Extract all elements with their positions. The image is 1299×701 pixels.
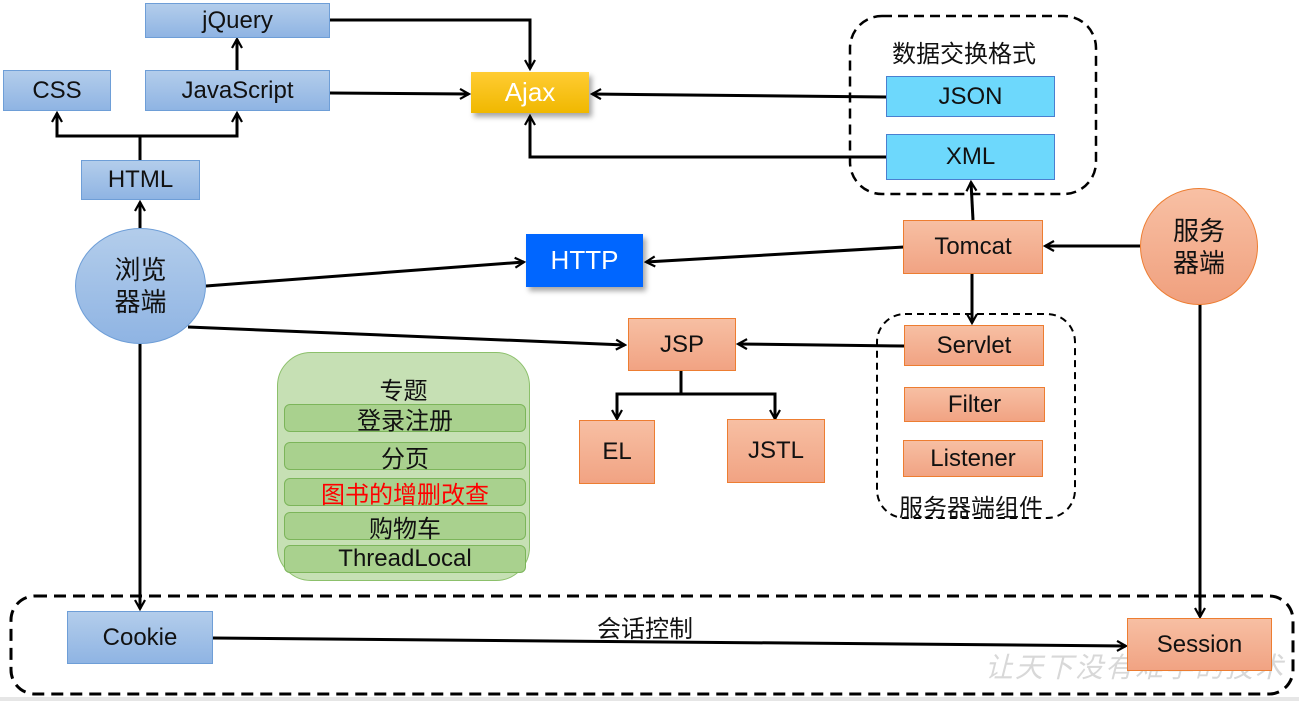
javascript-node[interactable]: JavaScript [145,70,330,111]
edge-html-css-js [57,113,142,160]
servlet-node[interactable]: Servlet [904,325,1044,366]
topics-panel: 专题 登录注册 分页 图书的增删改查 购物车 ThreadLocal [277,352,530,581]
topics-title: 专题 [379,378,428,405]
edge-html-js [140,113,237,138]
server-label-line2: 器端 [1172,247,1225,278]
server-label-line1: 服务 [1172,215,1225,246]
edge-tomcat-xml [971,182,973,221]
browser-label-line2: 器端 [114,287,167,317]
server-node[interactable]: 服务 器端 [1140,188,1258,305]
topic-book-crud[interactable]: 图书的增删改查 [284,478,526,509]
edge-xml-ajax [530,116,886,159]
edge-jsp-jstl [681,392,775,419]
html-node[interactable]: HTML [81,160,200,200]
filter-node[interactable]: Filter [904,387,1045,422]
edge-tomcat-http [646,245,905,262]
tomcat-node[interactable]: Tomcat [903,220,1043,274]
session-node[interactable]: Session [1127,618,1272,671]
edge-jquery-ajax [330,18,530,69]
css-node[interactable]: CSS [3,70,111,111]
edge-browser-http [205,262,524,288]
listener-node[interactable]: Listener [903,440,1043,477]
browser-label-line1: 浏览 [114,255,167,285]
jsp-node[interactable]: JSP [628,318,736,371]
jstl-node[interactable]: JSTL [727,419,825,483]
session-control-label: 会话控制 [597,616,693,643]
server-components-group [876,313,1076,519]
edge-servlet-jsp [738,344,905,346]
edge-jsp-el [617,371,683,419]
jquery-node[interactable]: jQuery [145,3,330,38]
topic-shopping-cart[interactable]: 购物车 [284,512,526,543]
ajax-node[interactable]: Ajax [471,72,589,113]
server-components-label: 服务器端组件 [899,495,1043,522]
json-node[interactable]: JSON [886,76,1055,117]
bottom-strip [0,697,1299,701]
xml-node[interactable]: XML [886,134,1055,180]
session-control-group [9,594,1295,696]
cookie-node[interactable]: Cookie [67,611,213,664]
browser-node[interactable]: 浏览 器端 [75,228,206,344]
edge-browser-jsp [187,325,625,345]
edge-cookie-session [212,636,1126,646]
el-node[interactable]: EL [579,420,655,484]
http-node[interactable]: HTTP [526,234,643,287]
edge-json-ajax [592,94,887,97]
data-exchange-label: 数据交换格式 [892,41,1036,68]
topic-pagination[interactable]: 分页 [284,442,526,473]
topic-login-register[interactable]: 登录注册 [284,404,526,435]
topic-threadlocal[interactable]: ThreadLocal [284,545,526,573]
edge-js-ajax [329,93,469,94]
